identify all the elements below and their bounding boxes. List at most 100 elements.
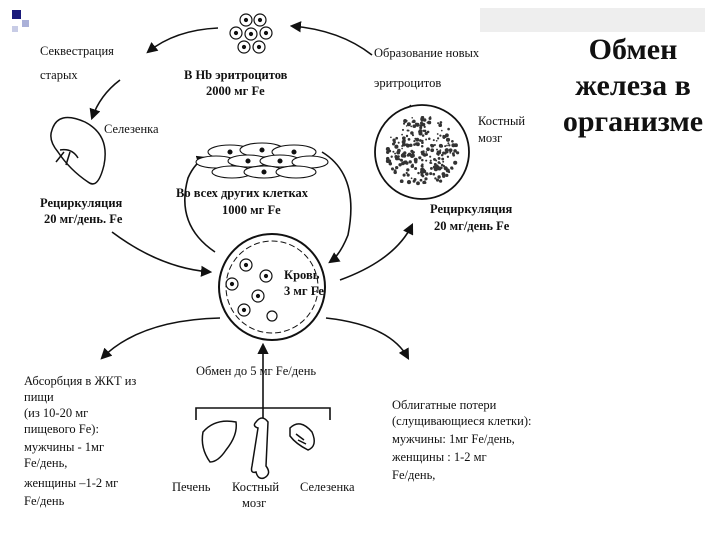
marrow-dot (415, 122, 420, 127)
label-new-erythrocytes-2: эритроцитов (374, 76, 442, 90)
marrow-dot (432, 172, 436, 176)
marrow-dot (414, 160, 418, 164)
marrow-dot (408, 160, 412, 164)
marrow-dot (421, 139, 424, 143)
losses-line-1: Облигатные потери (392, 398, 497, 412)
marrow-dot (394, 155, 398, 159)
marrow-dot (445, 173, 449, 178)
marrow-dot (405, 171, 408, 175)
label-recirc-right-2: 20 мг/день Fe (434, 219, 510, 233)
accent-square-light-2 (12, 26, 18, 32)
marrow-dot (438, 143, 443, 148)
marrow-dot (395, 165, 399, 170)
label-recirc-left-1: Рециркуляция (40, 196, 123, 210)
marrow-dot (438, 179, 443, 183)
marrow-dot (450, 149, 453, 152)
marrow-dot (417, 171, 420, 175)
marrow-dot (405, 119, 408, 122)
marrow-dot (403, 136, 406, 139)
absorption-line-2: пищи (24, 390, 54, 404)
marrow-dot (445, 137, 451, 142)
marrow-dot (442, 174, 446, 178)
marrow-dot (410, 125, 413, 128)
marrow-dot (451, 167, 454, 170)
label-organ-spleen: Селезенка (300, 480, 355, 494)
marrow-dot (435, 159, 438, 162)
marrow-dot (392, 150, 395, 153)
label-spleen: Селезенка (104, 122, 159, 136)
marrow-dot (420, 173, 424, 177)
marrow-dot (455, 151, 460, 155)
marrow-dot (392, 138, 396, 142)
label-sequestration-1: Секвестрация (40, 44, 114, 58)
losses-line-5: Fe/день, (392, 468, 436, 482)
marrow-dot (391, 142, 396, 146)
marrow-dot (433, 168, 436, 171)
marrow-dot (418, 156, 420, 159)
marrow-dot (420, 115, 425, 120)
arrow-marrow-to-hb (289, 21, 373, 56)
marrow-dot (406, 143, 410, 148)
marrow-dot (429, 172, 433, 176)
label-other-cells-1: Во всех других клетках (176, 186, 309, 200)
marrow-dot (442, 134, 446, 138)
losses-line-4: женщины : 1-2 мг (392, 450, 487, 464)
label-recirc-left-2: 20 мг/день. Fe (44, 212, 123, 226)
arrow-blood-to-marrow (339, 222, 414, 281)
marrow-dot (416, 181, 420, 186)
marrow-dot (421, 134, 425, 137)
marrow-dot (424, 177, 428, 181)
marrow-dot (436, 148, 438, 151)
absorption-line-8: Fe/день (24, 494, 65, 508)
marrow-dot (453, 154, 455, 156)
absorption-line-7: женщины –1-2 мг (24, 476, 119, 490)
bone-icon (250, 417, 270, 480)
marrow-dot (406, 153, 410, 157)
marrow-dot (439, 121, 443, 124)
marrow-dot (424, 173, 427, 176)
arrow-sequestration-to-spleen (89, 79, 121, 121)
marrow-dot (438, 123, 443, 128)
marrow-dot (402, 152, 404, 155)
marrow-dot (397, 155, 400, 158)
blood-vessel-icon (218, 233, 326, 341)
marrow-dot (414, 167, 418, 170)
marrow-dot (411, 163, 414, 167)
marrow-dot (439, 134, 442, 137)
marrow-dot (406, 180, 412, 185)
arrow-cells-to-blood-right (321, 151, 352, 264)
label-bone-2: мозг (242, 496, 267, 510)
absorption-line-5: мужчины - 1мг (24, 440, 105, 454)
marrow-dot (453, 149, 457, 153)
label-new-erythrocytes-1: Образование новых (374, 46, 480, 60)
accent-square-light (22, 20, 29, 27)
marrow-dot (420, 145, 424, 148)
marrow-dot (401, 133, 403, 136)
marrow-dot (440, 153, 444, 157)
marrow-dot (388, 161, 393, 166)
marrow-dot (385, 156, 390, 161)
marrow-dot (448, 144, 451, 147)
marrow-dot (419, 139, 422, 142)
spleen-icon (50, 116, 106, 185)
arrow-blood-to-cells-left (184, 155, 216, 253)
marrow-dot (453, 160, 458, 165)
marrow-dot (444, 148, 449, 153)
marrow-dot (432, 139, 435, 142)
marrow-dot (413, 140, 416, 143)
label-bone-marrow-1: Костный (478, 114, 526, 128)
marrow-dot (412, 124, 417, 129)
marrow-dot (390, 155, 393, 158)
marrow-dot (437, 153, 440, 156)
marrow-dot (428, 137, 431, 140)
marrow-dot (421, 158, 424, 162)
marrow-dot (401, 147, 403, 150)
marrow-dot (440, 129, 443, 132)
marrow-dot (413, 177, 417, 182)
marrow-dot (402, 173, 406, 177)
marrow-dot (405, 125, 408, 127)
label-bone: Костный (232, 480, 280, 494)
marrow-dot (429, 166, 433, 170)
bone-marrow-icon (374, 104, 470, 200)
marrow-dot (451, 139, 454, 143)
